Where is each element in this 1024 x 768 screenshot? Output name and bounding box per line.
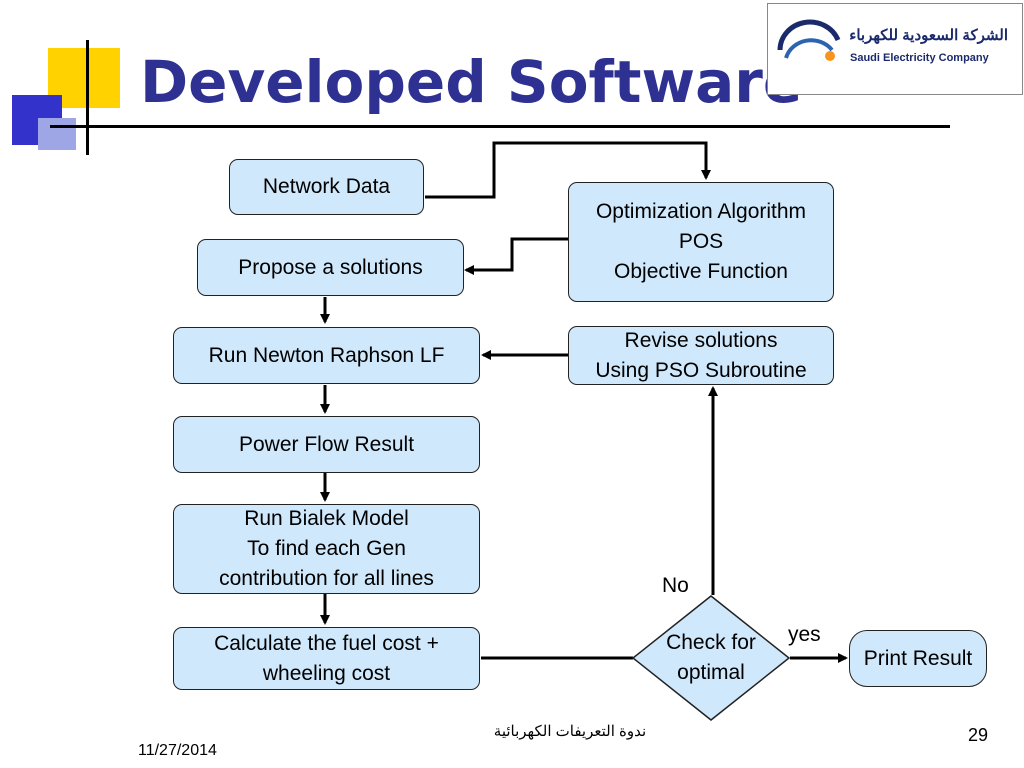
logo-english-text: Saudi Electricity Company xyxy=(850,52,989,64)
node-bialek-line1: Run Bialek Model xyxy=(244,507,409,530)
node-check-optimal: Check for optimal xyxy=(633,628,789,688)
deco-vertical-line xyxy=(86,40,89,155)
node-fuel-cost-line2: wheeling cost xyxy=(262,661,391,685)
edge-label-yes: yes xyxy=(788,623,821,646)
decision-diamond xyxy=(631,595,791,721)
node-bialek-line2: To find each Gen xyxy=(247,537,406,560)
node-fuel-cost-line1: Calculate the fuel cost + xyxy=(214,631,439,655)
node-newton: Run Newton Raphson LF xyxy=(173,327,480,384)
node-optimization: Optimization Algorithm POS Objective Fun… xyxy=(568,182,834,302)
deco-lightblue-square xyxy=(38,118,76,150)
node-fuel-cost: Calculate the fuel cost + wheeling cost xyxy=(173,627,480,690)
company-logo: الشركة السعودية للكهرباء Saudi Electrici… xyxy=(767,3,1023,95)
node-power-flow: Power Flow Result xyxy=(173,416,480,473)
footer-center-text: ندوة التعريفات الكهربائية xyxy=(493,723,647,740)
node-network-data-label: Network Data xyxy=(262,175,391,198)
slide-title: Developed Software xyxy=(140,48,803,116)
node-revise-line1: Revise solutions xyxy=(624,328,778,352)
logo-emblem-icon xyxy=(777,19,841,61)
node-optimization-line2: POS xyxy=(678,230,724,253)
node-network-data: Network Data xyxy=(229,159,424,215)
node-check-line2: optimal xyxy=(677,661,745,684)
footer-date: 11/27/2014 xyxy=(138,742,217,759)
node-print-label: Print Result xyxy=(863,646,973,670)
node-bialek: Run Bialek Model To find each Gen contri… xyxy=(173,504,480,594)
node-newton-label: Run Newton Raphson LF xyxy=(208,343,445,367)
node-check-line1: Check for xyxy=(666,631,756,654)
node-propose: Propose a solutions xyxy=(197,239,464,296)
node-power-flow-label: Power Flow Result xyxy=(238,432,415,456)
edge-label-no: No xyxy=(662,574,689,597)
logo-arabic-text: الشركة السعودية للكهرباء xyxy=(849,27,1008,44)
node-optimization-line1: Optimization Algorithm xyxy=(595,200,807,223)
node-print-result: Print Result xyxy=(849,630,987,687)
node-bialek-line3: contribution for all lines xyxy=(219,567,434,590)
title-underline xyxy=(50,125,950,128)
slide-number: 29 xyxy=(968,725,989,745)
node-revise: Revise solutions Using PSO Subroutine xyxy=(568,326,834,385)
node-optimization-line3: Objective Function xyxy=(614,260,788,283)
node-propose-label: Propose a solutions xyxy=(238,255,423,279)
node-revise-line2: Using PSO Subroutine xyxy=(595,358,807,382)
